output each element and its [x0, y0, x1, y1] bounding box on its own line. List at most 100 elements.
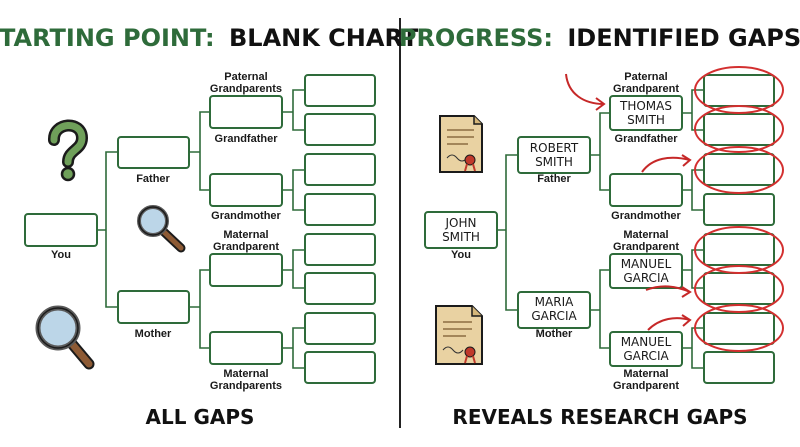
arrow-icon: [645, 285, 692, 298]
left-title: STARTING POINT: BLANK CHART: [0, 24, 419, 52]
label-maternal-gp-top-line2: Grandparent: [213, 241, 279, 253]
connector-mgp2: [282, 327, 305, 369]
connector-mgp1-right: [682, 249, 704, 289]
connector-mgp1: [282, 249, 305, 289]
box-you-right: [424, 211, 498, 249]
label-paternal-gp-line2: Grandparents: [210, 83, 282, 95]
box-maternal-gp-1: [209, 253, 283, 287]
document-seal-icon: [439, 115, 483, 173]
label-mother: Mother: [135, 328, 172, 340]
box-ggp-2-right: [703, 113, 775, 146]
box-ggp-4-right: [703, 193, 775, 226]
box-ggp-3-right: [703, 153, 775, 186]
box-ggp-1: [304, 74, 376, 107]
connector-father: [189, 111, 210, 191]
connector-you: [97, 151, 118, 308]
box-ggp-8: [304, 351, 376, 384]
box-ggp-1-right: [703, 74, 775, 107]
label-grandmother: Grandmother: [211, 210, 281, 222]
box-ggp-8-right: [703, 351, 775, 384]
connector-father-right: [590, 112, 610, 191]
name-grandfather-line2: SMITH: [627, 113, 665, 127]
box-father: [117, 136, 190, 169]
box-maternal-gp-2-right: [609, 331, 683, 367]
label-maternal-gp-bot-line1: Maternal: [623, 368, 668, 380]
label-paternal-gp-line1: Paternal: [624, 71, 667, 83]
label-paternal-gp-line1: Paternal: [224, 71, 267, 83]
label-you: You: [451, 249, 471, 261]
box-mother-right: [517, 291, 591, 329]
left-footer: ALL GAPS: [146, 405, 255, 429]
label-grandfather: Grandfather: [615, 133, 679, 145]
connector-gf: [282, 89, 305, 131]
label-paternal-gp-line2: Grandparent: [613, 83, 679, 95]
gap-highlight: [694, 226, 784, 274]
label-grandfather: Grandfather: [215, 133, 279, 145]
label-maternal-gp-top-line1: Maternal: [223, 229, 268, 241]
box-you: [24, 213, 98, 247]
right-footer: REVEALS RESEARCH GAPS: [452, 405, 747, 429]
document-seal-icon: [435, 305, 483, 365]
left-panel: STARTING POINT: BLANK CHART You Father M…: [0, 24, 419, 429]
label-father: Father: [136, 173, 170, 185]
name-father-line1: ROBERT: [530, 141, 579, 155]
arrow-icon: [647, 314, 692, 331]
arrow-icon: [565, 73, 606, 111]
connector-mother-right: [590, 269, 610, 349]
box-ggp-5: [304, 233, 376, 266]
label-father: Father: [537, 173, 571, 185]
label-maternal-gp-bot-line2: Grandparents: [210, 380, 282, 392]
right-title: PROGRESS: IDENTIFIED GAPS: [399, 24, 800, 52]
label-maternal-gp-bot-line2: Grandparent: [613, 380, 679, 392]
label-maternal-gp-top-line2: Grandparent: [613, 241, 679, 253]
magnifier-icon: [35, 305, 95, 370]
name-grandfather-line1: THOMAS: [619, 99, 672, 113]
gap-highlight: [694, 304, 784, 352]
label-maternal-gp-bot-line1: Maternal: [223, 368, 268, 380]
box-maternal-gp-2: [209, 331, 283, 365]
gap-highlight: [694, 105, 784, 153]
connector-gm: [282, 169, 305, 211]
connector-mother: [189, 269, 210, 349]
name-mother-line2: GARCIA: [531, 309, 577, 323]
name-you-line1: JOHN: [445, 216, 477, 230]
box-ggp-6: [304, 272, 376, 305]
label-mother: Mother: [536, 328, 573, 340]
gap-highlight: [694, 66, 784, 114]
name-maternal-gp-1-line1: MANUEL: [621, 257, 672, 271]
name-maternal-gp-2-line1: MANUEL: [621, 335, 672, 349]
box-ggp-7: [304, 312, 376, 345]
arrow-icon: [641, 154, 692, 173]
connector-you-right: [497, 154, 518, 311]
right-panel: PROGRESS: IDENTIFIED GAPS: [399, 24, 800, 429]
box-grandfather-right: [609, 95, 683, 131]
connector-mgp2-right: [682, 327, 704, 369]
box-ggp-4: [304, 193, 376, 226]
box-ggp-7-right: [703, 312, 775, 345]
name-mother-line1: MARIA: [535, 295, 574, 309]
box-ggp-6-right: [703, 272, 775, 305]
box-father-right: [517, 136, 591, 174]
question-mark-icon: [48, 119, 89, 182]
box-grandfather: [209, 95, 283, 129]
box-maternal-gp-1-right: [609, 253, 683, 289]
box-ggp-2: [304, 113, 376, 146]
name-maternal-gp-1-line2: GARCIA: [623, 271, 669, 285]
label-grandmother: Grandmother: [611, 210, 681, 222]
name-maternal-gp-2-line2: GARCIA: [623, 349, 669, 363]
box-mother: [117, 290, 190, 324]
box-grandmother-right: [609, 173, 683, 207]
connector-gf-right: [682, 89, 704, 131]
box-ggp-5-right: [703, 233, 775, 266]
box-grandmother: [209, 173, 283, 207]
gap-highlight: [694, 265, 784, 313]
connector-gm-right: [682, 169, 704, 211]
gap-highlight: [694, 146, 784, 194]
name-you-line2: SMITH: [442, 230, 480, 244]
box-ggp-3: [304, 153, 376, 186]
magnifier-icon: [137, 205, 186, 253]
label-you: You: [51, 249, 71, 261]
label-maternal-gp-top-line1: Maternal: [623, 229, 668, 241]
name-father-line2: SMITH: [535, 155, 573, 169]
